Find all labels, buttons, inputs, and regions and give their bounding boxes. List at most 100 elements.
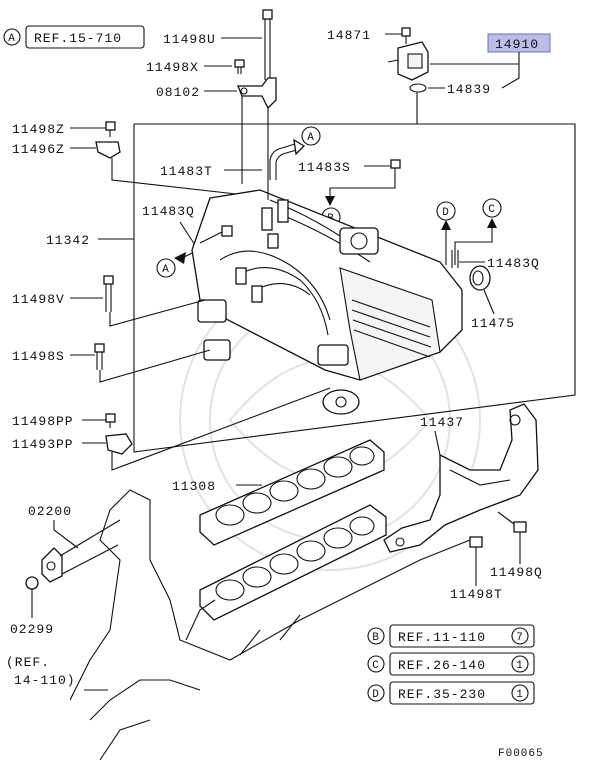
drawing-stroke (349, 516, 375, 536)
drawing-stroke (221, 225, 233, 237)
ref-c-qty: 1 (516, 660, 524, 672)
drawing-stroke (185, 599, 216, 641)
arrow-a-left (174, 252, 186, 264)
part-02200-plate (41, 547, 63, 583)
drawing-stroke (269, 553, 299, 575)
drawing-stroke (234, 59, 245, 68)
arrow-a-top-letter: A (307, 132, 315, 144)
part-11498z-bolt (105, 121, 116, 137)
drawing-stroke (3, 28, 21, 46)
drawing-stroke (199, 439, 385, 546)
drawing-stroke (69, 489, 471, 701)
part-11498q-bolt (513, 521, 527, 540)
part-11498t-bolt (469, 536, 483, 556)
label-08102: 08102 (156, 85, 200, 100)
leader-line (111, 387, 331, 471)
part-14839-o-ring (409, 83, 427, 93)
leader-line (483, 289, 495, 315)
drawing-stroke (407, 53, 423, 69)
drawing-stroke (367, 655, 385, 673)
drawing-stroke (240, 87, 248, 95)
arrow-c-letter: C (488, 204, 496, 216)
drawing-stroke (262, 9, 273, 20)
drawing-stroke (472, 270, 484, 286)
drawing-stroke (301, 126, 321, 146)
label-11498q: 11498Q (490, 565, 543, 580)
label-02299: 02299 (10, 622, 54, 637)
label-02200: 02200 (28, 504, 72, 519)
drawing-stroke (46, 561, 56, 571)
intake-manifold (191, 189, 463, 415)
drawing-stroke (389, 624, 535, 648)
label-14910: 14910 (495, 37, 539, 52)
label-11308: 11308 (172, 479, 216, 494)
drawing-stroke (367, 627, 385, 645)
drawing-stroke (395, 537, 405, 547)
figure-code: F00065 (498, 748, 544, 760)
label-11498u: 11498U (163, 32, 216, 47)
drawing-stroke (235, 267, 247, 285)
drawing-stroke (323, 527, 353, 549)
drawing-stroke (349, 446, 375, 466)
part-02299-bolt (25, 576, 39, 602)
part-11437-bracket (383, 403, 539, 553)
part-11308-gasket-upper (199, 439, 385, 546)
label-11483s: 11483S (298, 160, 351, 175)
ref-c-text: REF.26-140 (398, 658, 486, 673)
drawing-stroke (350, 232, 368, 250)
part-14910-sensor (387, 41, 429, 81)
drawing-stroke (203, 339, 231, 361)
ref-d-text: REF.35-230 (398, 687, 486, 702)
drawing-stroke (219, 250, 331, 321)
ref-14110-line2: 14-110) (14, 673, 76, 688)
leader-line (351, 299, 431, 328)
drawing-stroke (94, 343, 105, 353)
drawing-stroke (389, 681, 535, 705)
drawing-stroke (511, 627, 529, 645)
drawing-stroke (335, 396, 347, 408)
drawing-stroke (25, 25, 145, 49)
drawing-stroke (509, 414, 521, 426)
label-11498x: 11498X (146, 60, 199, 75)
drawing-stroke (367, 684, 385, 702)
part-11498pp-bolt (105, 413, 116, 428)
part-08102-bracket (237, 77, 277, 110)
ref-c-callout[interactable]: C REF.26-140 1 (367, 652, 535, 676)
part-11475-cap (469, 265, 491, 291)
ref-b-letter: B (372, 632, 380, 644)
drawing-stroke (401, 27, 411, 37)
drawing-stroke (511, 684, 529, 702)
leader-line (353, 329, 431, 358)
ref-b-callout[interactable]: B REF.11-110 7 (367, 624, 535, 648)
arrow-a-top (293, 138, 306, 156)
ref-a-letter: A (8, 33, 16, 45)
part-11483s-stud (390, 159, 401, 169)
drawing-stroke (41, 547, 63, 583)
drawing-stroke (25, 576, 39, 590)
label-11475: 11475 (471, 316, 515, 331)
drawing-stroke (89, 679, 201, 721)
leader-line (59, 519, 121, 557)
leader-line (454, 228, 493, 265)
drawing-stroke (269, 143, 296, 180)
leader-line (387, 59, 399, 63)
label-11493pp: 11493PP (12, 437, 74, 452)
ref-d-letter: D (372, 689, 380, 701)
ref-b-text: REF.11-110 (398, 630, 486, 645)
leader-line (199, 231, 223, 244)
leader-line (351, 309, 431, 338)
arrow-b (325, 196, 335, 206)
drawing-stroke (239, 629, 261, 656)
part-11308-gasket-lower (199, 504, 387, 621)
drawing-stroke (469, 536, 483, 548)
part-11498v-bolt (103, 275, 114, 312)
label-11498v: 11498V (12, 292, 65, 307)
drawing-stroke (156, 258, 176, 278)
drawing-stroke (323, 456, 353, 478)
drawing-stroke (317, 344, 349, 366)
drawing-stroke (482, 198, 502, 218)
ref-d-callout[interactable]: D REF.35-230 1 (367, 681, 535, 705)
label-11483q-right: 11483Q (487, 256, 540, 271)
ref-a-callout[interactable]: A REF.15-710 (3, 25, 145, 49)
